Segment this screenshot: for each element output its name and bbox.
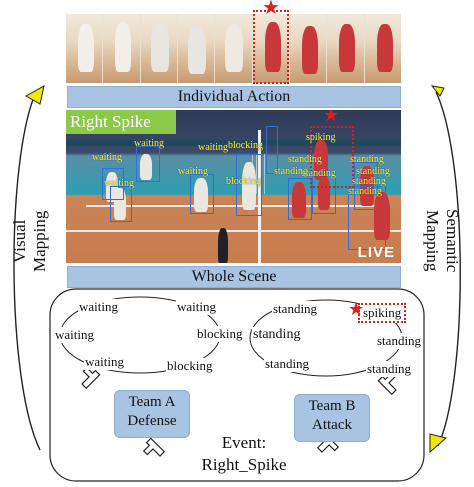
scene-activity-label: Right Spike <box>66 110 176 134</box>
crop-2 <box>103 14 141 83</box>
visual-mapping-arrowhead <box>24 85 45 105</box>
crop-1 <box>66 14 104 83</box>
individual-action-banner: Individual Action <box>67 86 401 108</box>
team-b-line-2: Attack <box>312 417 352 433</box>
bbox-standing-2 <box>312 172 336 214</box>
scene-label: standing <box>274 166 308 177</box>
scene-label: blocking <box>228 140 263 151</box>
bbox-blocking-2 <box>266 126 278 174</box>
hand-pointer-icon <box>81 366 101 390</box>
event-line-1: Event: <box>221 433 267 452</box>
graph-node: standing <box>264 356 311 372</box>
team-b-box: Team B Attack <box>294 394 370 442</box>
scene-label: standing <box>350 154 384 165</box>
bbox-waiting-2 <box>110 186 132 222</box>
graph-node: standing <box>376 333 423 349</box>
scene-label: waiting <box>198 142 228 153</box>
scene-label: waiting <box>134 138 164 149</box>
crop-3 <box>140 14 178 83</box>
team-a-line-1: Team A <box>128 394 176 410</box>
bbox-standing-1 <box>288 178 312 220</box>
net <box>258 130 261 263</box>
star-icon: ★ <box>262 0 280 19</box>
bbox-waiting-3 <box>136 146 160 182</box>
event-label: Event: Right_Spike <box>184 432 304 476</box>
whole-scene-banner: Whole Scene <box>67 266 401 288</box>
scene-label: blocking <box>226 176 261 187</box>
crop-6 <box>252 14 290 83</box>
graph-node: standing <box>252 327 302 343</box>
visual-mapping-arrow <box>13 91 41 451</box>
scene-label: spiking <box>306 132 336 143</box>
semantic-mapping-arrow <box>435 91 461 447</box>
scene-label: waiting <box>178 166 208 177</box>
semantic-graph-frame <box>49 288 425 482</box>
hand-pointer-icon <box>142 437 166 457</box>
semantic-mapping-label: Semantic Mapping <box>422 196 462 286</box>
bbox-waiting-1 <box>102 168 124 200</box>
scene-label: standing <box>288 154 322 165</box>
crop-4 <box>177 14 216 83</box>
team-a-line-2: Defense <box>127 413 177 429</box>
crop-7 <box>289 14 328 83</box>
crop-9 <box>364 14 401 83</box>
graph-node: standing <box>366 361 413 377</box>
scene-label: standing <box>302 168 336 179</box>
graph-node: waiting <box>78 299 119 315</box>
graph-node: blocking <box>196 326 244 342</box>
bbox-standing-4 <box>348 186 386 250</box>
whole-scene-image: Right Spike ★ waiting waiting waiting wa… <box>66 110 401 263</box>
semantic-mapping-line-2: Mapping <box>423 210 442 272</box>
crop-8 <box>327 14 365 83</box>
event-line-2: Right_Spike <box>201 455 287 474</box>
star-icon: ★ <box>323 110 340 125</box>
graph-node: standing <box>272 301 319 317</box>
crop-5 <box>215 14 253 83</box>
bbox-spiking <box>310 126 354 188</box>
team-a-box: Team A Defense <box>114 390 190 438</box>
graph-node: waiting <box>54 327 95 343</box>
graph-node: blocking <box>166 358 214 374</box>
semantic-mapping-arrowhead <box>429 433 448 454</box>
graph-node: waiting <box>176 299 217 315</box>
scene-label: standing <box>352 176 386 187</box>
individual-crops-strip <box>66 14 401 83</box>
scene-label: waiting <box>104 178 134 189</box>
team-b-line-1: Team B <box>308 398 356 414</box>
graph-node: waiting <box>84 354 125 370</box>
bbox-blocking-1 <box>236 154 262 216</box>
scene-label: waiting <box>92 152 122 163</box>
scene-label: standing <box>348 186 382 197</box>
semantic-mapping-line-1: Semantic <box>443 209 462 273</box>
hand-pointer-icon <box>377 372 397 396</box>
graph-node-spiking: spiking <box>358 303 407 323</box>
live-badge: LIVE <box>357 244 395 261</box>
bbox-waiting-4 <box>190 174 214 214</box>
star-icon: ★ <box>348 299 365 319</box>
spiking-crop-highlight <box>253 10 289 84</box>
scene-label: standing <box>356 166 390 177</box>
